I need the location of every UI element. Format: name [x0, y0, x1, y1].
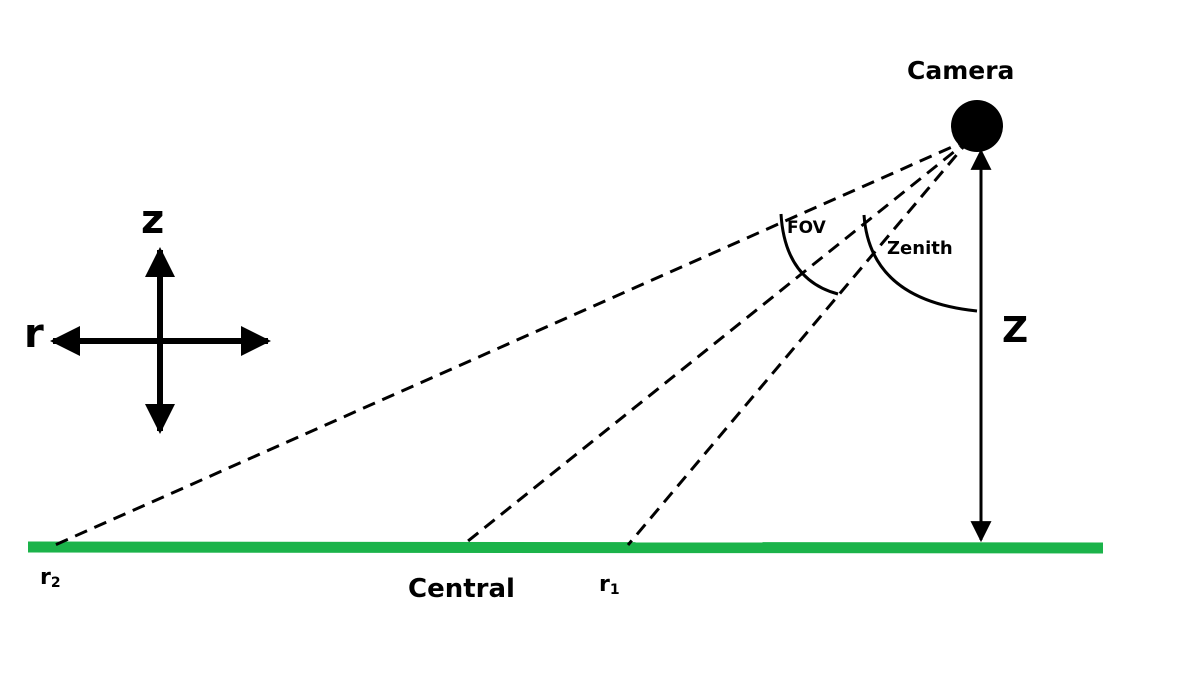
r1-base: r	[599, 572, 610, 597]
axis-r-label: r	[24, 311, 44, 357]
fov-arc	[779, 213, 839, 296]
r1-label: r1	[599, 572, 620, 598]
axis-z-label: z	[141, 197, 165, 243]
ray-r1	[626, 138, 972, 546]
r2-base: r	[40, 565, 51, 590]
zenith-label: Zenith	[887, 238, 953, 259]
ray-central	[462, 137, 971, 547]
central-label: Central	[408, 574, 515, 604]
zenith-arc	[862, 214, 978, 313]
fov-label: FOV	[787, 218, 826, 238]
r1-subscript: 1	[609, 582, 620, 598]
height-label: Z	[1002, 310, 1029, 351]
camera-label: Camera	[907, 56, 1015, 85]
ground-line	[27, 541, 1104, 554]
r2-label: r2	[40, 565, 61, 591]
camera-icon	[951, 100, 1003, 152]
r2-subscript: 2	[50, 575, 61, 591]
